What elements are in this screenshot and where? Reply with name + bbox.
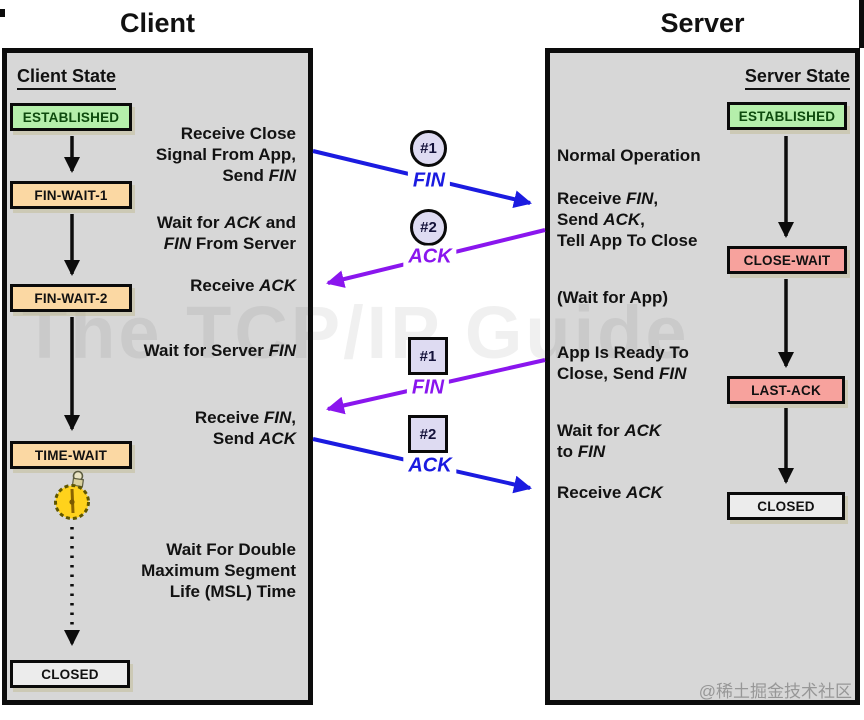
client-state-closed: CLOSED bbox=[10, 660, 130, 688]
server-title: Server bbox=[660, 8, 745, 38]
server-note-receive-fin: Receive FIN,Send ACK,Tell App To Close bbox=[557, 189, 698, 250]
client-title: Client bbox=[119, 8, 195, 38]
server-note-normal-operation: Normal Operation bbox=[557, 146, 701, 165]
client-state-heading: Client State bbox=[17, 66, 117, 90]
message-4-token: #2 bbox=[408, 415, 448, 453]
message-2-label-ack: ACK bbox=[403, 245, 457, 269]
client-state-established: ESTABLISHED bbox=[10, 103, 132, 131]
client-panel bbox=[2, 48, 313, 705]
message-1-token: #1 bbox=[410, 130, 447, 167]
message-1-label-fin: FIN bbox=[407, 169, 451, 193]
client-note-receive-fin-send-ack: Receive FIN,Send ACK bbox=[194, 408, 296, 448]
client-state-fin-wait-2: FIN-WAIT-2 bbox=[10, 284, 132, 312]
watermark-text: The TCP/IP Guide bbox=[22, 291, 690, 374]
scan-artifact-right bbox=[859, 0, 864, 48]
server-state-established: ESTABLISHED bbox=[727, 102, 847, 130]
message-4-label-ack: ACK bbox=[403, 454, 457, 478]
server-state-closed: CLOSED bbox=[727, 492, 845, 520]
client-note-receive-ack: Receive ACK bbox=[190, 276, 296, 295]
server-state-last-ack: LAST-ACK bbox=[727, 376, 845, 404]
scan-artifact-left bbox=[0, 9, 5, 17]
message-3-label-fin: FIN bbox=[406, 376, 450, 400]
server-note-receive-ack: Receive ACK bbox=[557, 483, 663, 502]
client-note-wait-server-fin: Wait for Server FIN bbox=[143, 341, 296, 360]
message-3-token: #1 bbox=[408, 337, 448, 375]
footer-credit: @稀土掘金技术社区 bbox=[698, 682, 852, 701]
client-state-fin-wait-1: FIN-WAIT-1 bbox=[10, 181, 132, 209]
server-note-wait-for-app: (Wait for App) bbox=[557, 288, 669, 307]
server-state-heading: Server State bbox=[744, 66, 850, 90]
stopwatch-icon bbox=[54, 470, 90, 520]
server-state-close-wait: CLOSE-WAIT bbox=[727, 246, 847, 274]
message-2-token: #2 bbox=[410, 209, 447, 246]
client-state-time-wait: TIME-WAIT bbox=[10, 441, 132, 469]
